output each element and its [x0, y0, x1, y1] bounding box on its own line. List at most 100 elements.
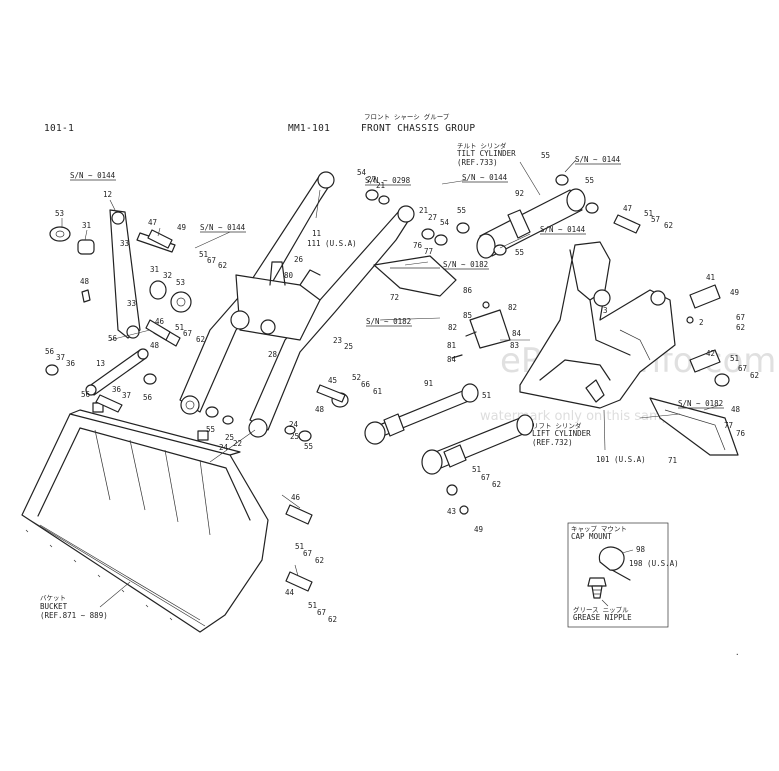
part-label: 82: [448, 323, 457, 332]
part-label: 24: [219, 443, 229, 452]
part-label: 56: [143, 393, 153, 402]
part-label: 49: [730, 288, 739, 297]
part-label: 13: [96, 359, 105, 368]
part-label: 51: [308, 601, 317, 610]
part-label: 84: [447, 355, 457, 364]
part-label: 54: [440, 218, 450, 227]
diagram-title-jp: フロント シャーシ グループ: [364, 112, 450, 121]
part-label: 56: [81, 390, 91, 399]
part-label: 55: [515, 248, 524, 257]
part-label: 31: [82, 221, 91, 230]
part-label: 2: [699, 318, 704, 327]
hardware-drawing: [145, 189, 739, 592]
part-label: 28: [268, 350, 278, 359]
part-label: 98: [636, 545, 646, 554]
sn-note-0182-a: S/N ~ 0182: [443, 260, 488, 269]
part-label: 62: [315, 556, 324, 565]
part-label: 62: [750, 371, 759, 380]
part-label: 51: [644, 209, 653, 218]
part-label: 37: [56, 353, 65, 362]
part-label: 33: [120, 239, 129, 248]
cap-mount-inset: [567, 522, 669, 628]
sn-note-0182-b: S/N ~ 0182: [366, 317, 411, 326]
part-label: 62: [492, 480, 501, 489]
grease-nipple-label-jp: グリース ニップル: [573, 605, 629, 614]
part-label: 54: [357, 168, 367, 177]
part-label: 36: [112, 385, 122, 394]
part-label: 49: [177, 223, 186, 232]
part-label: 26: [294, 255, 304, 264]
part-label: 25: [290, 432, 299, 441]
part-label: 72: [390, 293, 399, 302]
part-label: 51: [730, 354, 739, 363]
lift-arm-drawing: [179, 171, 415, 438]
part-label: 67: [183, 329, 192, 338]
tilt-cyl-label-jp: チルト シリンダ: [457, 141, 507, 150]
part-label: 55: [585, 176, 594, 185]
part-label: 51: [175, 323, 184, 332]
sn-note-top-right: S/N ~ 0144: [575, 155, 621, 164]
diagram-code: MM1-101: [288, 123, 330, 134]
part-label: 67: [481, 473, 490, 482]
part-label: 53: [55, 209, 64, 218]
part-label: 47: [623, 204, 632, 213]
part-label: 27: [428, 213, 437, 222]
part-label: 62: [218, 261, 227, 270]
part-label: 56: [45, 347, 55, 356]
part-label: 32: [163, 271, 172, 280]
part-label: 84: [512, 329, 522, 338]
part-label: 48: [80, 277, 90, 286]
sn-note-0182-c: S/N ~ 0182: [678, 399, 723, 408]
part-label: 23: [333, 336, 342, 345]
lift-cylinder-drawing: [364, 383, 534, 515]
part-label: 82: [508, 303, 517, 312]
part-label: 51: [482, 391, 491, 400]
part-label: 66: [361, 380, 371, 389]
part-label: 55: [206, 425, 215, 434]
page-number: 101-1: [44, 123, 74, 134]
part-label: 62: [196, 335, 205, 344]
part-label: 92: [515, 189, 524, 198]
part-label: 48: [150, 341, 160, 350]
part-label: 55: [457, 206, 466, 215]
part-label: 62: [736, 323, 745, 332]
sn-note-left: S/N ~ 0144: [70, 171, 116, 180]
part-label: 22: [233, 439, 242, 448]
part-label: 51: [472, 465, 481, 474]
part-label: 33: [127, 299, 136, 308]
part-label: 21: [419, 206, 428, 215]
part-label: 67: [303, 549, 312, 558]
tilt-cyl-label: TILT CYLINDER: [457, 149, 516, 158]
part-label: 77: [424, 247, 433, 256]
part-label: 85: [463, 311, 472, 320]
part-label: 62: [664, 221, 673, 230]
tilt-cylinder-drawing: [456, 174, 599, 259]
part-label: 67: [736, 313, 745, 322]
part-label: 71: [668, 456, 677, 465]
lift-cyl-ref: (REF.732): [532, 438, 573, 447]
part-label: 37: [122, 391, 131, 400]
part-label: 11: [312, 229, 321, 238]
lift-cyl-label: LIFT CYLINDER: [532, 429, 591, 438]
part-label: 77: [724, 421, 733, 430]
part-label: 61: [373, 387, 382, 396]
part-label: 81: [447, 341, 456, 350]
part-label: 55: [541, 151, 550, 160]
part-number-labels: 53 12 31 33 47 49 48 31 32 53 51 67 62 3…: [45, 151, 759, 624]
part-label: 62: [328, 615, 337, 624]
grease-nipple-label: GREASE NIPPLE: [573, 613, 632, 622]
part-label: 47: [148, 218, 157, 227]
part-label: 31: [150, 265, 159, 274]
part-label: 111 (U.S.A): [307, 239, 357, 248]
part-label: 3: [603, 306, 608, 315]
bucket-drawing: [21, 402, 269, 633]
part-label: 51: [199, 250, 208, 259]
part-label: 57: [651, 215, 660, 224]
part-label: 21: [376, 181, 385, 190]
part-label: 67: [738, 364, 747, 373]
leader-lines: [61, 159, 721, 577]
part-label: 52: [352, 373, 361, 382]
part-label: 24: [289, 420, 299, 429]
bucket-label-jp: バケット: [40, 594, 66, 602]
